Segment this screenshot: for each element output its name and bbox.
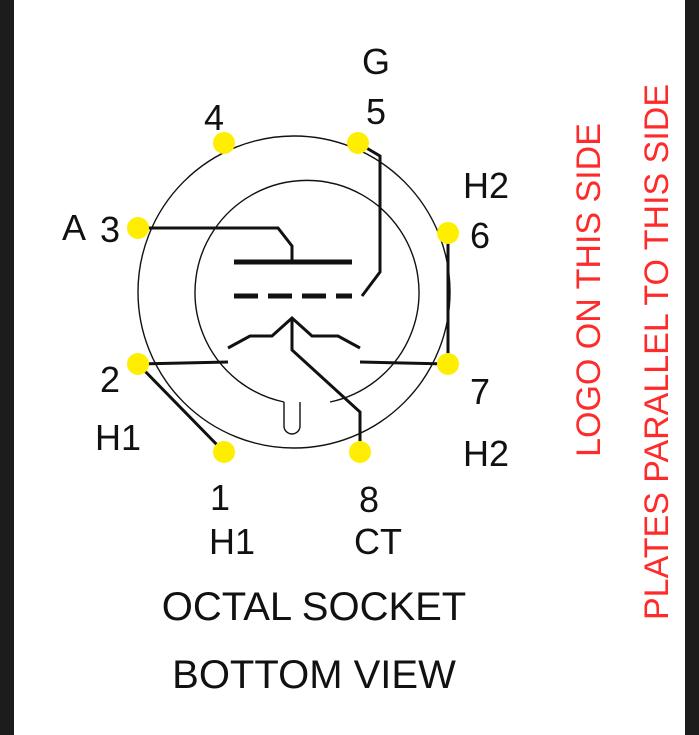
pin-8-name: CT [354, 521, 402, 562]
pin-1[interactable] [213, 441, 235, 463]
key-notch [283, 402, 301, 435]
wire-pin5-grid [357, 141, 382, 297]
pin-4[interactable] [213, 132, 235, 154]
wire-pin2-pin1 [136, 362, 226, 454]
tube-envelope [194, 179, 420, 403]
wire-pin7-heater [359, 360, 449, 366]
pin-2[interactable] [127, 353, 149, 375]
pin-2-name: H1 [95, 417, 141, 458]
cathode-heater-element [227, 315, 361, 350]
caption-line-2: BOTTOM VIEW [172, 653, 456, 697]
diagram-canvas: 1 2 3 4 5 6 7 8 H1 H1 A G H2 H2 CT OCTAL… [14, 0, 685, 735]
plates-side-note: PLATES PARALLEL TO THIS SIDE [638, 84, 676, 620]
pin-4-number: 4 [204, 97, 224, 138]
pin-7-name: H2 [463, 433, 509, 474]
pin-7-number: 7 [470, 371, 490, 412]
caption-line-1: OCTAL SOCKET [162, 585, 467, 629]
pin-3-name: A [62, 207, 86, 248]
pin-5[interactable] [347, 132, 369, 154]
pin-6-number: 6 [470, 215, 490, 256]
pin-3[interactable] [127, 217, 149, 239]
pin-8-number: 8 [359, 479, 379, 520]
octal-socket-diagram: 1 2 3 4 5 6 7 8 H1 H1 A G H2 H2 CT OCTAL… [62, 41, 676, 697]
wire-pin3-plate [138, 226, 294, 262]
pin-2-number: 2 [100, 359, 120, 400]
pin-1-name: H1 [209, 521, 255, 562]
pin-5-number: 5 [366, 91, 386, 132]
pin-1-number: 1 [210, 477, 230, 518]
wire-pin2-heater [137, 360, 229, 366]
pin-6-name: H2 [463, 165, 509, 206]
pin-8[interactable] [349, 441, 371, 463]
pin-3-number: 3 [100, 209, 120, 250]
wire-pin8-center-tap [290, 320, 362, 452]
socket-outer-circle [137, 135, 451, 449]
pin-5-name: G [362, 41, 390, 82]
logo-side-note: LOGO ON THIS SIDE [570, 123, 608, 457]
pin-7[interactable] [437, 353, 459, 375]
pin-6[interactable] [437, 222, 459, 244]
